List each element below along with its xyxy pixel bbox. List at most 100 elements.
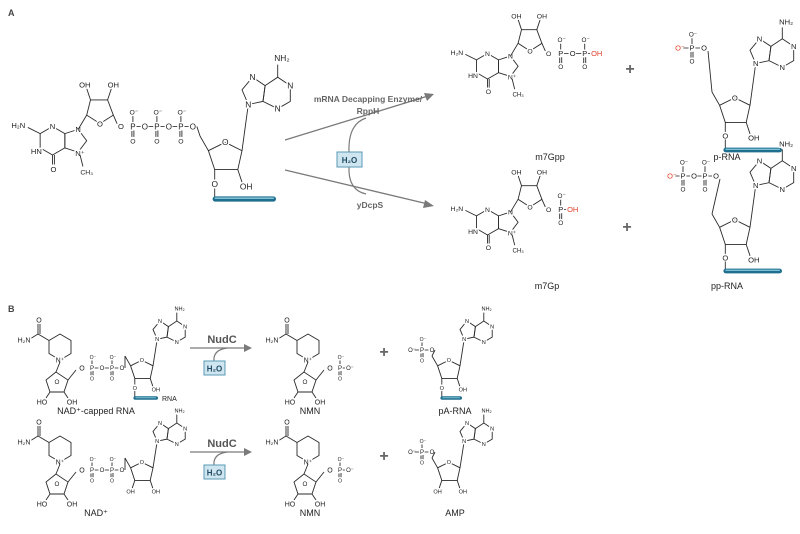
rna-strand-highlight <box>135 397 156 399</box>
atom-label: O <box>327 365 333 372</box>
atom-label: O <box>166 122 172 131</box>
atom-label: P <box>702 172 707 181</box>
atom-label: OH <box>126 490 134 496</box>
bond <box>79 154 84 167</box>
atom-label: O <box>79 365 85 372</box>
atom-label: N⁺ <box>75 149 85 158</box>
atom-label: O <box>100 366 105 372</box>
atom-label: O <box>284 419 290 426</box>
atom-label: N <box>175 340 179 346</box>
rna-strand <box>212 196 276 202</box>
atom-label: P <box>420 348 424 354</box>
bond <box>303 361 309 373</box>
ring <box>48 333 72 361</box>
atom-label: O <box>447 460 452 466</box>
atom-label: N <box>175 442 179 448</box>
atom-label: N <box>183 325 187 331</box>
water-label: H₂O <box>342 156 358 165</box>
ring <box>517 185 543 208</box>
water-label: H₂O <box>207 365 223 374</box>
atom-label: O⁻ <box>408 450 416 456</box>
panel-b-label: B <box>8 304 15 314</box>
atom-label: NH₂ <box>779 139 793 148</box>
bond <box>112 114 118 124</box>
bond <box>124 457 131 469</box>
ring <box>498 55 519 77</box>
bond <box>541 43 546 52</box>
bond <box>749 185 757 228</box>
bond <box>749 63 757 106</box>
bond <box>149 378 154 387</box>
atom-label: CH₃ <box>80 169 93 176</box>
atom-label: O <box>130 138 135 145</box>
bond <box>745 122 751 134</box>
atom-label: O <box>430 450 435 456</box>
atom-label: O <box>440 386 445 392</box>
atom-label: O <box>732 215 738 224</box>
bond <box>45 391 51 399</box>
ring <box>719 97 751 123</box>
atom-label: N <box>462 439 466 445</box>
atom-label: O⁻ <box>346 468 354 474</box>
atom-label: N <box>155 337 159 343</box>
atom-label: N <box>757 34 762 43</box>
ring <box>86 99 114 125</box>
atom-label: O⁻ <box>90 457 97 463</box>
ring <box>498 211 519 233</box>
bond <box>29 435 39 442</box>
atom-label: OH <box>459 490 467 496</box>
atom-label: HN <box>468 73 478 80</box>
atom-label: NH₂ <box>481 306 491 312</box>
bond <box>303 463 309 475</box>
bond <box>459 339 465 366</box>
atom-label: N <box>485 207 490 214</box>
nudc-arrow-row1 <box>190 344 252 362</box>
atom-label: P <box>130 122 135 131</box>
atom-label: O <box>303 379 308 386</box>
atom-label: NH₂ <box>274 53 289 63</box>
atom-label: O <box>178 138 183 145</box>
water-box-a: H₂O <box>336 151 363 168</box>
bond <box>465 53 477 61</box>
bond <box>711 213 720 228</box>
atom-label: O⁻ <box>558 193 566 200</box>
atom-label: H₂N <box>18 439 31 446</box>
bond <box>431 355 438 367</box>
upper-reaction-arrow <box>284 93 434 153</box>
product-label-pa-rna: pA-RNA <box>438 406 471 416</box>
atom-label: O⁻ <box>702 160 710 167</box>
bond <box>277 435 287 442</box>
bond <box>536 19 541 30</box>
atom-label: N <box>50 122 55 131</box>
ring <box>152 320 169 340</box>
atom-label: O⁻ <box>558 37 566 44</box>
atom-label: N <box>158 319 162 325</box>
lower-reaction-arrow <box>284 166 434 208</box>
enzyme-label-ydcps: yDcpS <box>357 200 384 210</box>
atom-label: O <box>90 479 94 485</box>
atom-label: P <box>154 122 159 131</box>
ring <box>130 359 154 379</box>
bond <box>438 480 443 489</box>
plus-sign: + <box>379 344 388 361</box>
atom-label: H₂N <box>266 439 279 446</box>
atom-label: O⁻ <box>675 44 685 53</box>
bond <box>431 349 436 357</box>
atom-label: H₂N <box>451 50 464 57</box>
atom-label: N <box>158 421 162 427</box>
rna-strand-highlight <box>214 197 274 199</box>
atom-label: O <box>338 479 342 485</box>
atom-label: NH₂ <box>481 408 491 414</box>
bond <box>67 369 77 381</box>
atom-label: O⁻ <box>153 109 162 116</box>
atom-label: P <box>558 49 563 58</box>
atom-label: N <box>490 325 494 331</box>
ring <box>48 435 72 463</box>
atom-label: HO <box>285 501 296 508</box>
atom-label: N <box>508 209 513 216</box>
